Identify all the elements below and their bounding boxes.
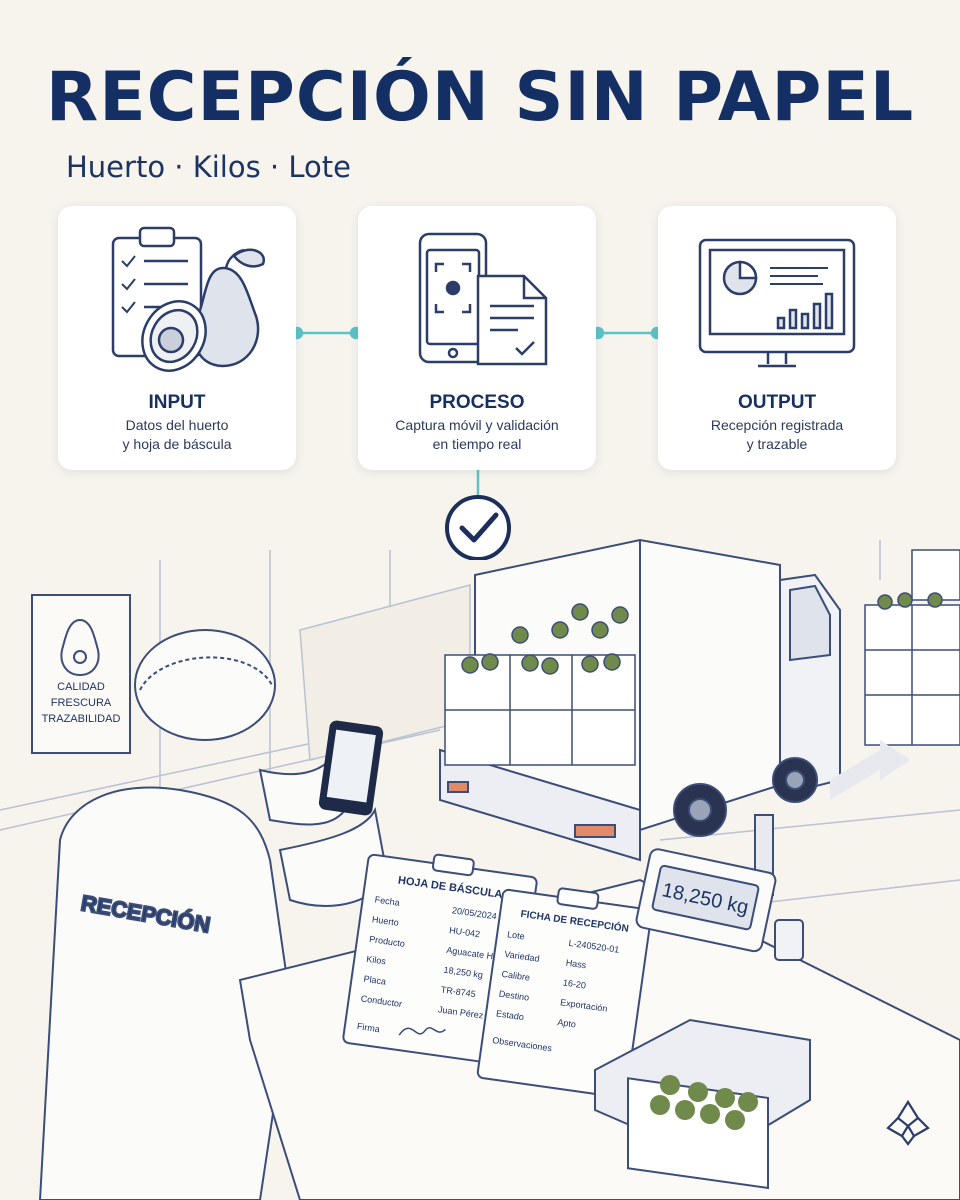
- step-title: OUTPUT: [737, 392, 817, 413]
- weigh-row-value: HU-042: [449, 925, 481, 939]
- page-subtitle: Huerto · Kilos · Lote: [66, 150, 351, 184]
- reception-row-label: Lote: [507, 929, 526, 941]
- wall-sign-line: CALIDAD: [57, 681, 105, 693]
- weigh-row-label: Placa: [363, 974, 387, 987]
- reception-row-label: Estado: [495, 1008, 524, 1022]
- worker: RECEPCIÓN: [38, 629, 390, 1200]
- weigh-row-label: Kilos: [366, 954, 387, 967]
- floor-arrow: [830, 740, 910, 800]
- monitor-chart-icon: [698, 238, 856, 368]
- phone-device: [318, 720, 384, 816]
- weigh-signature-label: Firma: [356, 1021, 380, 1034]
- step-title: INPUT: [148, 392, 206, 413]
- weighing-scale: 18,250 kg: [594, 814, 811, 1190]
- reception-row-label: Variedad: [504, 949, 540, 964]
- wall-sign: CALIDAD FRESCURA TRAZABILIDAD: [31, 594, 131, 754]
- reception-row-label: Destino: [498, 989, 530, 1003]
- connector-proceso-output: [591, 326, 664, 340]
- weigh-row-value: TR-8745: [440, 984, 476, 999]
- step-description: Captura móvil y validación en tiempo rea…: [395, 417, 559, 452]
- weigh-row-label: Fecha: [374, 894, 400, 907]
- brand-logo-icon: [886, 1099, 930, 1146]
- step-description: Recepción registrada y trazable: [710, 417, 844, 452]
- step-card-proceso: PROCESO Captura móvil y validación en ti…: [358, 206, 596, 470]
- reception-row-value: Apto: [557, 1017, 577, 1029]
- step-card-output: OUTPUT Recepción registrada y trazable: [658, 206, 896, 470]
- phone-scan-icon: [418, 232, 488, 364]
- reception-scene: CALIDAD FRESCURA TRAZABILIDAD: [0, 538, 960, 1200]
- wall-sign-line: FRESCURA: [51, 697, 112, 709]
- weigh-row-label: Producto: [369, 934, 406, 949]
- step-description: Datos del huerto y hoja de báscula: [122, 417, 232, 452]
- connector-input-proceso: [290, 326, 363, 340]
- signature-icon: [398, 1027, 446, 1036]
- page-title: RECEPCIÓN SIN PAPEL: [45, 58, 915, 137]
- document-check-icon: [476, 274, 548, 366]
- wall-sign-line: TRAZABILIDAD: [42, 713, 121, 725]
- reception-row-value: 16-20: [562, 977, 586, 990]
- weigh-row-label: Huerto: [371, 914, 399, 928]
- check-circle-icon: [445, 495, 511, 560]
- avocado-crates-stack: [864, 549, 960, 746]
- step-card-input: INPUT Datos del huerto y hoja de báscula: [58, 206, 296, 470]
- avocado-icon: [141, 248, 265, 372]
- reception-sheet: FICHA DE RECEPCIÓN Lote L-240520-01 Vari…: [476, 887, 653, 1099]
- reception-row-value: Hass: [565, 958, 587, 971]
- reception-row-label: Calibre: [501, 969, 531, 983]
- avocado-crates-truck: [444, 603, 636, 766]
- step-connectors: [290, 326, 664, 560]
- step-title: PROCESO: [429, 392, 525, 413]
